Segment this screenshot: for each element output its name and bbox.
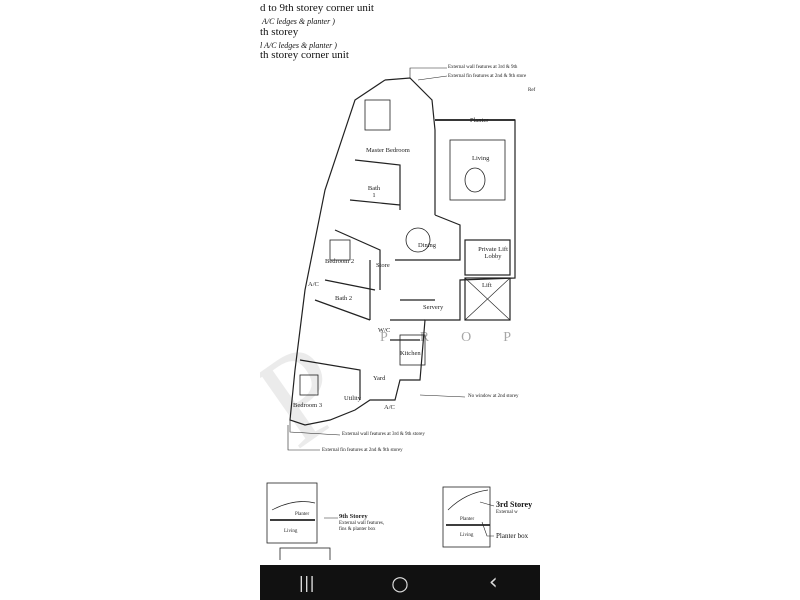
room-bath2: Bath 2: [335, 295, 353, 302]
detail-right-title: 3rd Storey: [496, 500, 533, 509]
header-line: th storey corner unit: [260, 49, 349, 61]
room-utility: Utility: [344, 395, 361, 402]
home-button[interactable]: ○: [391, 570, 409, 595]
room-bedroom3: Bedroom 3: [293, 402, 323, 409]
room-lift: Lift: [482, 282, 492, 289]
room-master-bedroom: Master Bedroom: [366, 147, 410, 154]
header-line: d to 9th storey corner unit: [260, 2, 374, 14]
room-bath1: Bath 1: [367, 185, 381, 199]
floor-plan: [266, 67, 516, 560]
detail-left-planter: Planter: [295, 512, 310, 517]
room-yard: Yard: [373, 375, 386, 382]
detail-left-desc1: External wall features,: [339, 521, 385, 526]
room-store: Store: [376, 262, 390, 269]
room-private-lift-lobby: Private Lift Lobby: [478, 246, 508, 260]
watermark-text: PROPERTYEO: [380, 330, 540, 345]
room-planter: Planter: [470, 117, 489, 124]
room-bedroom2: Bedroom 2: [325, 258, 355, 265]
room-kitchen: Kitchen: [400, 350, 421, 357]
detail-right-planter-box: Planter box: [496, 532, 529, 540]
detail-left-living: Living: [284, 529, 298, 534]
note-ext-wall-top: External wall features at 3rd & 9th: [448, 65, 518, 70]
note-ext-fin-top: External fin features at 2nd & 9th store: [448, 74, 527, 79]
header-line: A/C ledges & planter ): [262, 17, 335, 26]
detail-right-desc: External w: [496, 510, 518, 515]
detail-right-living: Living: [460, 533, 474, 538]
room-ac-2: A/C: [384, 404, 395, 411]
back-button[interactable]: ‹: [488, 570, 498, 595]
detail-left-title: 9th Storey: [339, 513, 368, 520]
detail-left-desc2: fins & planter box: [339, 527, 376, 532]
room-ac: A/C: [308, 281, 319, 288]
room-living: Living: [472, 155, 490, 162]
android-nav-bar: ||| ○ ‹: [260, 565, 540, 600]
detail-right-planter: Planter: [460, 517, 475, 522]
header-line: l A/C ledges & planter ): [260, 41, 337, 50]
note-no-window: No window at 2nd storey: [468, 394, 519, 399]
note-ext-fin-bottom: External fin features at 2nd & 9th store…: [322, 448, 403, 453]
recents-button[interactable]: |||: [298, 573, 315, 592]
room-servery: Servery: [423, 304, 444, 311]
note-ref: Ref: [528, 88, 536, 93]
room-dining: Dining: [418, 242, 437, 249]
phone-screen: d to 9th storey corner unit A/C ledges &…: [260, 0, 540, 600]
note-ext-wall-bottom: External wall features at 3rd & 9th stor…: [342, 432, 425, 437]
room-wc: W/C: [378, 327, 391, 334]
header-line: th storey: [260, 26, 299, 38]
